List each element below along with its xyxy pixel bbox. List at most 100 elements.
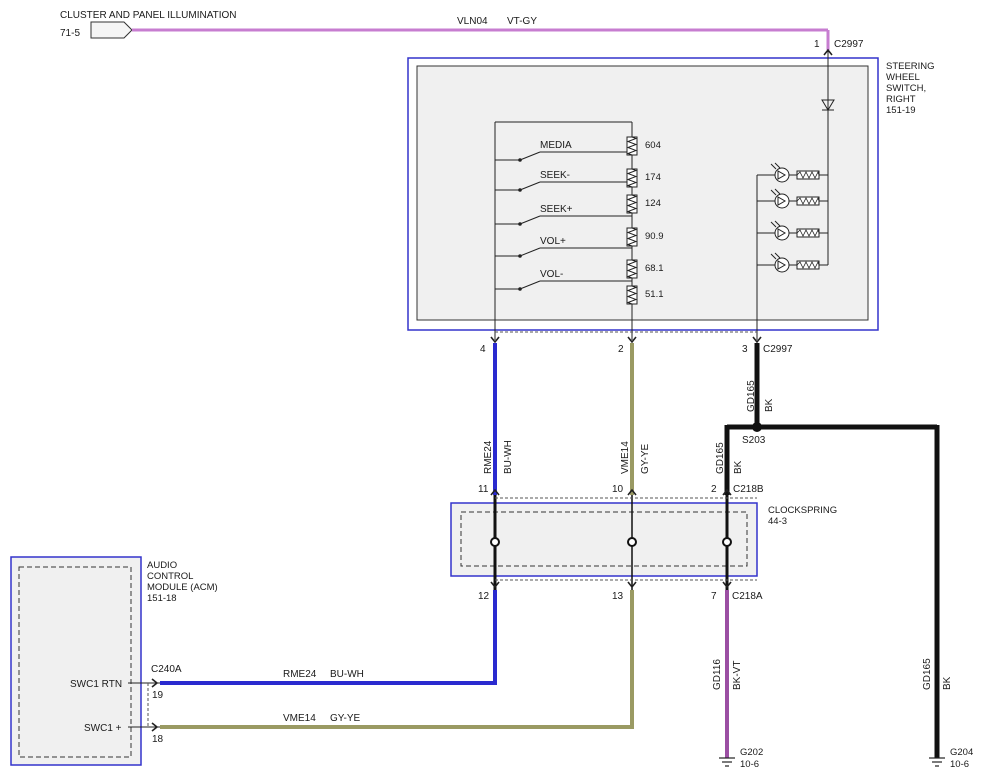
led-ray [774, 220, 781, 227]
c218b-label: C218B [733, 484, 764, 495]
led-glyph [777, 170, 787, 180]
switch-label: VOL- [540, 269, 563, 280]
connector-arrows [151, 48, 833, 732]
connector-chevron-icon [151, 722, 159, 732]
g204-label: G204 [950, 747, 973, 758]
c2997-pin-4: 4 [480, 344, 486, 355]
steering-switch-inner [416, 65, 869, 321]
c2997-pin-2: 2 [618, 344, 624, 355]
switch-label: MEDIA [540, 140, 572, 151]
switch-label: VOL+ [540, 236, 566, 247]
resistor-zigzag [626, 227, 638, 247]
connector-chevron-icon [151, 678, 159, 688]
gd165-g204-color: BK [942, 676, 953, 690]
c218a-label: C218A [732, 591, 763, 602]
rme24-vertical-circuit: RME24 [483, 440, 494, 474]
c2997-pin-1: 1 [814, 39, 820, 50]
connector-chevron-icon [722, 488, 732, 496]
splice-s203-label: S203 [742, 435, 766, 446]
led-icon [774, 225, 790, 241]
c240a-pin-18: 18 [152, 734, 164, 745]
c218b-pin-2: 2 [711, 484, 717, 495]
connector-chevron-icon [627, 336, 637, 344]
g202-label: G202 [740, 747, 763, 758]
led-ray [770, 189, 777, 196]
resistor-value: 51.1 [645, 289, 664, 300]
acm-box [10, 556, 142, 766]
rme24-horizontal-color: BU-WH [330, 669, 364, 680]
led-glyph [777, 196, 787, 206]
led-glyph [777, 260, 787, 270]
switch-label: SEEK- [540, 170, 570, 181]
rme24-vertical-color: BU-WH [503, 440, 514, 474]
acm-inner-dashed [18, 566, 132, 758]
led-ray [770, 221, 777, 228]
resistor-zigzag [626, 168, 638, 188]
vln04-circuit-label: VLN04 [457, 16, 488, 27]
led-glyph [777, 228, 787, 238]
clockspring-inner-dashed [460, 511, 748, 567]
c218b-pin-10: 10 [612, 484, 624, 495]
c240a-pin-19: 19 [152, 690, 164, 701]
connector-chevron-icon [490, 581, 500, 589]
led-group [757, 162, 828, 273]
resistor-value: 90.9 [645, 231, 664, 242]
rme24-horizontal-circuit: RME24 [283, 669, 317, 680]
steering-label-1: STEERING [886, 61, 935, 72]
led-resistor-zigzag [796, 228, 820, 237]
ground-g204-icon [929, 757, 945, 767]
resistor-value: 68.1 [645, 263, 664, 274]
resistor-zigzag [626, 194, 638, 214]
acm-swc1-rtn: SWC1 RTN [70, 679, 122, 690]
vln04-color-label: VT-GY [507, 16, 537, 27]
gd165-upper-circuit: GD165 [746, 380, 757, 412]
resistor-zigzag [626, 285, 638, 305]
steering-label-4: RIGHT [886, 94, 916, 105]
steering-label-3: SWITCH, [886, 83, 926, 94]
resistor-zigzag [626, 136, 638, 156]
connector-chevron-icon [490, 488, 500, 496]
vme14-vertical-color: GY-YE [640, 443, 651, 474]
gd116-color: BK-VT [732, 661, 743, 690]
acm-ref: 151-18 [147, 593, 177, 604]
connector-chevron-icon [722, 581, 732, 589]
led-ray [770, 163, 777, 170]
steering-label-2: WHEEL [886, 72, 920, 83]
switch-blade [519, 181, 541, 191]
wire-vme14-lower [160, 590, 634, 729]
acm-label-2: CONTROL [147, 571, 193, 582]
connector-chevron-icon [752, 336, 762, 344]
ref-71-5: 71-5 [60, 28, 80, 39]
clockspring-node-3 [722, 537, 732, 547]
cluster-illumination-title: CLUSTER AND PANEL ILLUMINATION [60, 10, 237, 21]
acm-label-3: MODULE (ACM) [147, 582, 218, 593]
clockspring-label: CLOCKSPRING [768, 505, 837, 516]
c218a-pin-7: 7 [711, 591, 717, 602]
g202-ref: 10-6 [740, 759, 759, 770]
steering-ref: 151-19 [886, 105, 916, 116]
g204-ref: 10-6 [950, 759, 969, 770]
resistor-value: 604 [645, 140, 661, 151]
clockspring-node-1 [490, 537, 500, 547]
led-resistor-zigzag [796, 170, 820, 179]
gd165-lower-circuit: GD165 [715, 442, 726, 474]
gd165-lower-color: BK [733, 460, 744, 474]
led-icon [774, 167, 790, 183]
switch-blade [519, 215, 541, 225]
c2997-bottom-label: C2997 [763, 344, 793, 355]
resistor-value: 174 [645, 172, 661, 183]
c218a-pin-13: 13 [612, 591, 624, 602]
c2997-top-label: C2997 [834, 39, 864, 50]
connector-chevron-icon [627, 488, 637, 496]
clockspring-node-2 [627, 537, 637, 547]
wire-rme24-lower [160, 590, 497, 685]
connector-chevron-icon [823, 48, 833, 56]
c218a-pin-12: 12 [478, 591, 490, 602]
switch-blade [519, 280, 541, 290]
clockspring-ref: 44-3 [768, 516, 787, 527]
led-ray [774, 252, 781, 259]
c240a-label: C240A [151, 664, 182, 675]
